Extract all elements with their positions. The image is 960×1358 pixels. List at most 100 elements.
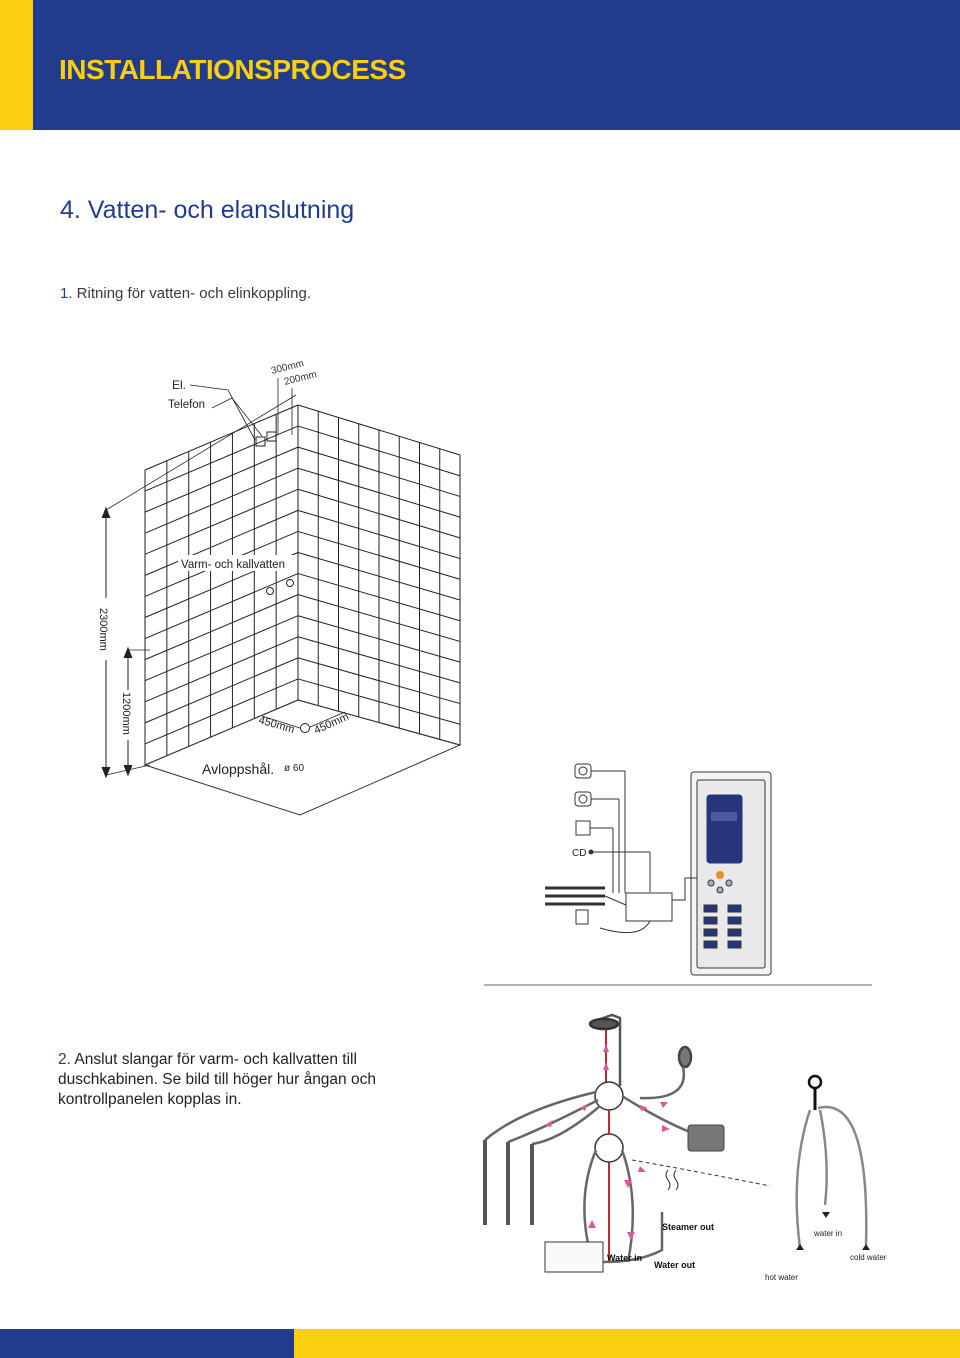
flow-arrow-icon [624, 1180, 632, 1188]
wall-tile-diagram [101, 378, 462, 816]
tile-grid-line [297, 425, 461, 477]
label-water-in: Water in [607, 1253, 642, 1263]
flow-arrow-icon [580, 1104, 588, 1111]
label-2300-background [99, 598, 113, 660]
plumbing-diagram [483, 1013, 868, 1273]
label-1200mm: 1200mm [120, 692, 132, 735]
flow-arrow-icon [662, 1125, 670, 1132]
panel-key-6 [727, 928, 742, 937]
label-el: El. [172, 378, 186, 392]
hose-to-panel [621, 1094, 691, 1134]
tile-grid-line [297, 657, 461, 705]
cd-jack-icon [588, 849, 594, 855]
flow-arrow-icon [638, 1166, 646, 1172]
right-wall-grid [297, 404, 461, 746]
speaker-cone-icon [578, 766, 588, 776]
flow-arrow-icon [640, 1105, 648, 1111]
panel-key-3 [703, 916, 718, 925]
phone-outlet-icon [266, 431, 277, 442]
label-drain-background [198, 758, 312, 780]
cold-water-hose [817, 1105, 868, 1246]
control-box [625, 892, 673, 922]
flow-arrow-icon [588, 1220, 596, 1228]
arrow-up-icon [101, 506, 111, 519]
rain-shower-head-icon [588, 1017, 620, 1031]
label-water-background [178, 555, 296, 571]
cold-water-outlet-icon [266, 587, 274, 595]
tile-grid-line [144, 573, 299, 640]
leader-line-phone [211, 397, 263, 437]
label-1200-background [121, 690, 135, 740]
tile-grid-line [144, 615, 299, 682]
step-2-description: Anslut slangar för varm- och kallvatten … [58, 1051, 376, 1108]
dimension-line-450-right [309, 711, 346, 728]
tile-grid-line [144, 488, 299, 555]
tile-grid-line [297, 573, 461, 622]
label-water-out: Water out [654, 1260, 695, 1270]
flow-arrow-icon [603, 1062, 609, 1070]
drain-hole-icon [300, 723, 310, 733]
water-flow-arrows [796, 1212, 870, 1250]
leader-line-el [189, 384, 256, 441]
panel-key-7 [703, 940, 718, 949]
arrow-down-icon [101, 766, 111, 779]
hand-shower-hose [639, 1066, 686, 1100]
step-2-text: 2. Anslut slangar för varm- och kallvatt… [58, 1050, 398, 1110]
tile-grid-line [144, 404, 299, 471]
steam-pipe [602, 1212, 664, 1264]
mixer-knob-icon [807, 1074, 823, 1090]
floor-outline [143, 699, 462, 816]
tile-grid-line [297, 467, 461, 518]
arrow-up-icon [796, 1244, 804, 1250]
label-450mm-right: 450mm [312, 711, 350, 737]
panel-key-5 [703, 928, 718, 937]
step-2-number: 2. [58, 1051, 71, 1068]
tile-grid-line [297, 404, 461, 456]
label-drain: Avloppshål. [202, 761, 274, 777]
arrow-down-icon [822, 1212, 830, 1218]
page-header [0, 0, 960, 130]
diverter-valve-bottom-icon [594, 1133, 624, 1163]
page-title: INSTALLATIONSPROCESS [59, 54, 406, 85]
panel-key-8 [727, 940, 742, 949]
arrow-down-icon [123, 764, 133, 777]
dashed-arrow [631, 1159, 771, 1187]
tile-grid-line [144, 636, 299, 703]
left-wall-grid [144, 404, 299, 766]
nav-left-button-icon [707, 879, 715, 887]
step-1-number: 1. [60, 285, 73, 302]
step-1-text: 1. Ritning för vatten- och elinkoppling. [60, 285, 311, 302]
section-heading: 4. Vatten- och elanslutning [60, 196, 355, 224]
tile-grid-line [297, 678, 461, 725]
tile-grid-line [144, 657, 299, 724]
mixer-hose [818, 1109, 828, 1206]
tile-grid-line [144, 425, 299, 492]
label-cold-water: cold water [850, 1253, 887, 1262]
label-cd: CD [572, 848, 586, 859]
steam-outlet-box-icon [687, 1124, 725, 1152]
flow-arrow-icon [545, 1120, 553, 1127]
dimension-line-450-left [261, 715, 301, 729]
footer-bar-navy [0, 1329, 294, 1358]
hot-water-outlet-icon [286, 579, 294, 587]
flow-arrow-icon [603, 1044, 609, 1052]
flow-arrows [545, 1044, 670, 1240]
tile-grid-line [144, 509, 299, 576]
power-button-icon [716, 871, 724, 879]
tile-grid-line [297, 552, 461, 601]
control-panel-display [706, 794, 743, 864]
label-hot-cold-water: Varm- och kallvatten [181, 559, 285, 571]
tile-grid-line [144, 467, 299, 534]
tile-grid-line [297, 446, 461, 497]
label-drain-diameter: ø 60 [284, 763, 304, 774]
panel-key-4 [727, 916, 742, 925]
panel-key-1 [703, 904, 718, 913]
tile-grid-line [297, 488, 461, 539]
tile-grid-line [297, 594, 461, 642]
tile-grid-line [297, 509, 461, 560]
wire [604, 895, 627, 906]
tile-grid-line [144, 446, 299, 513]
arrow-up-icon [862, 1244, 870, 1250]
tile-grid-line [297, 530, 461, 580]
